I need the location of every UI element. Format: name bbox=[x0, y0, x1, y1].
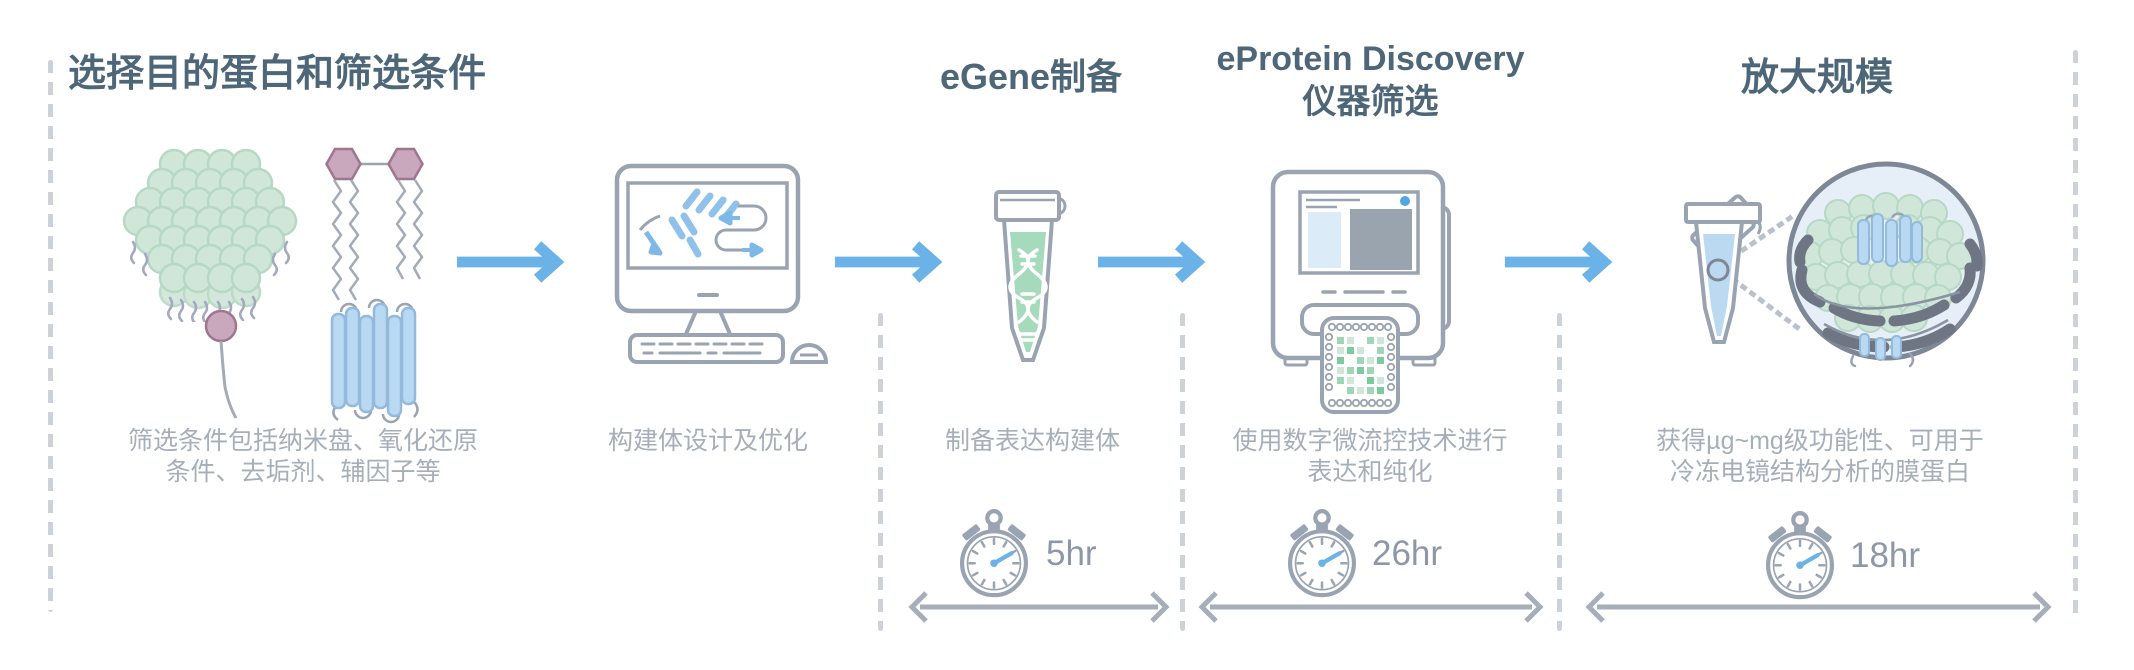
step5-timer: 18hr bbox=[1850, 536, 1921, 575]
step2-caption: 构建体设计及优化 bbox=[607, 427, 808, 455]
computer-icon bbox=[614, 163, 829, 364]
tube-dna-icon bbox=[994, 190, 1067, 362]
duration-span-arrow bbox=[908, 591, 1170, 623]
step1-title: 选择目的蛋白和筛选条件 bbox=[68, 53, 487, 95]
detergent-micelle-icon bbox=[325, 147, 424, 301]
section-divider bbox=[2073, 50, 2078, 620]
flow-arrow-icon bbox=[455, 240, 573, 284]
step5-title: 放大规模 bbox=[1740, 57, 1893, 99]
step4-title: eProtein Discovery 仪器筛选 bbox=[1216, 40, 1525, 121]
section-divider bbox=[878, 313, 883, 631]
nanodisc-icon bbox=[122, 148, 298, 322]
step5-caption: 获得µg~mg级功能性、可用于 冷冻电镜结构分析的膜蛋白 bbox=[1656, 427, 1984, 486]
step3-title: eGene制备 bbox=[939, 56, 1123, 97]
duration-span-arrow bbox=[1198, 591, 1544, 623]
step4-timer: 26hr bbox=[1372, 534, 1443, 573]
section-divider bbox=[48, 60, 53, 612]
flow-arrow-icon bbox=[1096, 240, 1214, 284]
step1-caption: 筛选条件包括纳米盘、氧化还原 条件、去垢剂、辅因子等 bbox=[127, 427, 478, 486]
step3-caption: 制备表达构建体 bbox=[944, 427, 1120, 455]
section-divider bbox=[1180, 313, 1185, 631]
flow-arrow-icon bbox=[1503, 240, 1621, 284]
step4-caption: 使用数字微流控技术进行 表达和纯化 bbox=[1232, 427, 1508, 486]
section-divider bbox=[1557, 313, 1562, 631]
flow-arrow-icon bbox=[833, 240, 951, 284]
membrane-protein-icon bbox=[330, 298, 419, 424]
lipid-icon bbox=[204, 310, 238, 419]
step3-timer: 5hr bbox=[1046, 534, 1097, 573]
instrument-icon bbox=[1270, 169, 1451, 414]
duration-span-arrow bbox=[1585, 591, 2052, 623]
scale-up-icon bbox=[1684, 161, 1986, 368]
